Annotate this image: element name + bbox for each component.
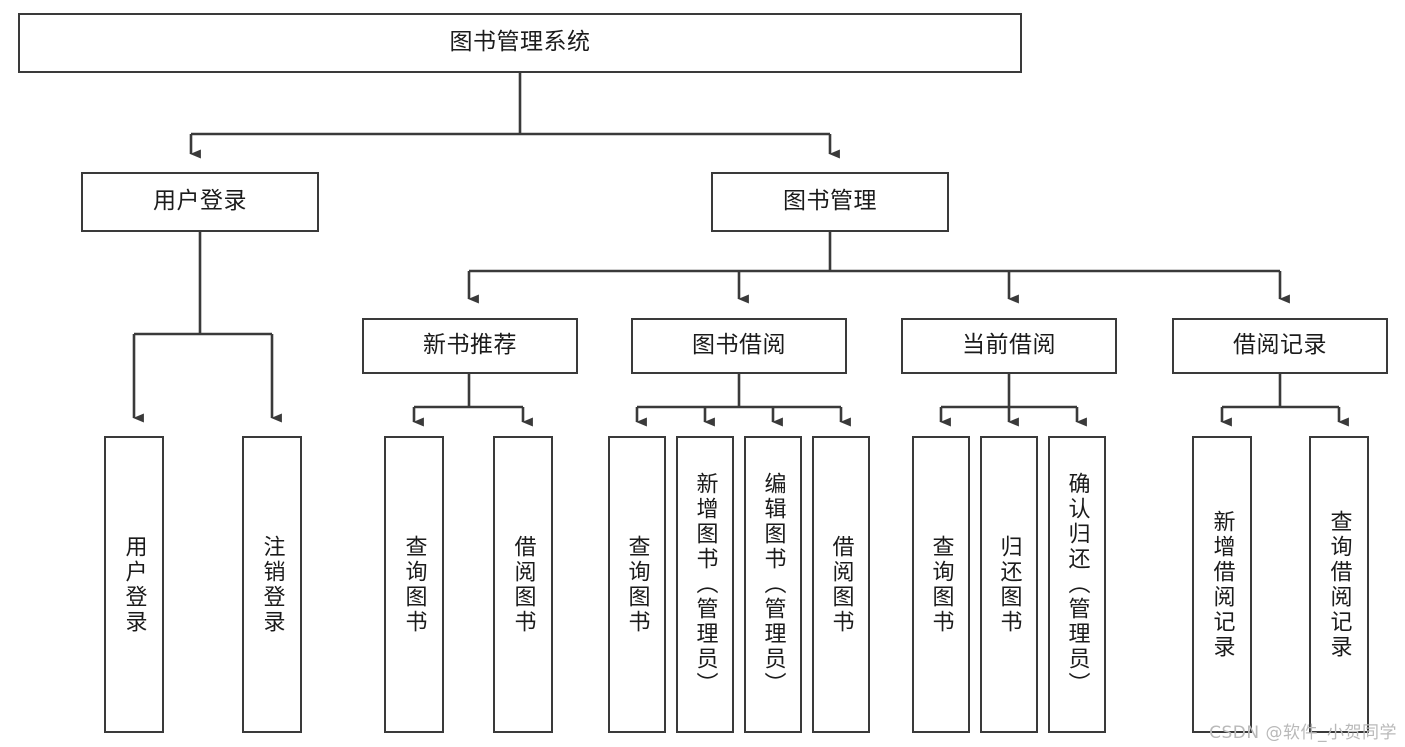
node-current-borrow[interactable]: 当前借阅	[901, 318, 1117, 374]
node-leaf-query-book-1[interactable]: 查询图书	[384, 436, 444, 733]
node-user-login[interactable]: 用户登录	[81, 172, 319, 232]
node-leaf-query-book-3[interactable]: 查询图书	[912, 436, 970, 733]
node-borrow-record-label: 借阅记录	[1233, 332, 1327, 359]
node-book-borrow[interactable]: 图书借阅	[631, 318, 847, 374]
node-root-label: 图书管理系统	[449, 29, 591, 56]
csdn-watermark: CSDN @软件_小贺同学	[1209, 723, 1397, 743]
node-leaf-borrow-book-1[interactable]: 借阅图书	[493, 436, 553, 733]
node-leaf-query-book-2[interactable]: 查询图书	[608, 436, 666, 733]
node-leaf-borrow-book-2[interactable]: 借阅图书	[812, 436, 870, 733]
node-leaf-confirm-return[interactable]: 确认归还（管理员）	[1048, 436, 1106, 733]
node-leaf-user-logout[interactable]: 注销登录	[242, 436, 302, 733]
node-leaf-edit-book-label: 编辑图书（管理员）	[760, 472, 786, 697]
node-leaf-query-book-2-label: 查询图书	[624, 534, 650, 635]
node-book-borrow-label: 图书借阅	[692, 332, 786, 359]
node-leaf-borrow-book-2-label: 借阅图书	[828, 534, 854, 635]
node-borrow-record[interactable]: 借阅记录	[1172, 318, 1388, 374]
node-leaf-borrow-book-1-label: 借阅图书	[510, 534, 536, 635]
node-book-manage[interactable]: 图书管理	[711, 172, 949, 232]
node-leaf-user-logout-label: 注销登录	[259, 534, 285, 635]
node-leaf-add-book-label: 新增图书（管理员）	[692, 472, 718, 697]
node-new-book-recommend[interactable]: 新书推荐	[362, 318, 578, 374]
node-book-manage-label: 图书管理	[783, 188, 877, 215]
node-leaf-add-record-label: 新增借阅记录	[1209, 509, 1235, 660]
node-current-borrow-label: 当前借阅	[962, 332, 1056, 359]
node-leaf-query-book-1-label: 查询图书	[401, 534, 427, 635]
node-new-book-recommend-label: 新书推荐	[423, 332, 517, 359]
node-leaf-add-record[interactable]: 新增借阅记录	[1192, 436, 1252, 733]
node-leaf-query-record-label: 查询借阅记录	[1326, 509, 1352, 660]
node-leaf-return-book-label: 归还图书	[996, 534, 1022, 635]
node-leaf-user-login[interactable]: 用户登录	[104, 436, 164, 733]
node-root[interactable]: 图书管理系统	[18, 13, 1022, 73]
node-user-login-label: 用户登录	[153, 188, 247, 215]
node-leaf-confirm-return-label: 确认归还（管理员）	[1064, 472, 1090, 697]
node-leaf-query-book-3-label: 查询图书	[928, 534, 954, 635]
node-leaf-add-book[interactable]: 新增图书（管理员）	[676, 436, 734, 733]
node-leaf-query-record[interactable]: 查询借阅记录	[1309, 436, 1369, 733]
node-leaf-return-book[interactable]: 归还图书	[980, 436, 1038, 733]
node-leaf-edit-book[interactable]: 编辑图书（管理员）	[744, 436, 802, 733]
node-leaf-user-login-label: 用户登录	[121, 534, 147, 635]
